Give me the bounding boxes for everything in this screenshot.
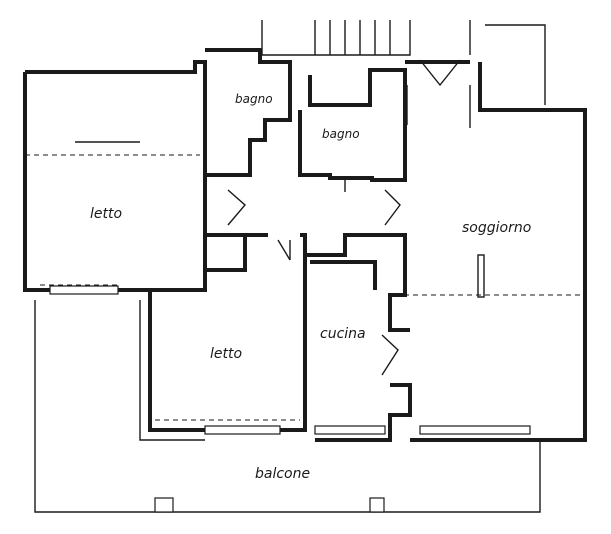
room-label-soggiorno: soggiorno <box>462 220 531 236</box>
windows <box>49 285 531 513</box>
dashed-lines <box>25 154 585 421</box>
room-label-balcone: balcone <box>255 466 310 482</box>
room-label-letto-2: letto <box>210 346 242 362</box>
room-label-letto-1: letto <box>90 206 122 222</box>
room-label-bagno-2: bagno <box>322 127 360 141</box>
room-label-bagno-1: bagno <box>235 92 273 106</box>
room-label-cucina: cucina <box>320 326 366 342</box>
doors <box>227 178 401 376</box>
details <box>75 85 485 298</box>
walls <box>23 48 587 513</box>
staircase <box>261 20 546 105</box>
